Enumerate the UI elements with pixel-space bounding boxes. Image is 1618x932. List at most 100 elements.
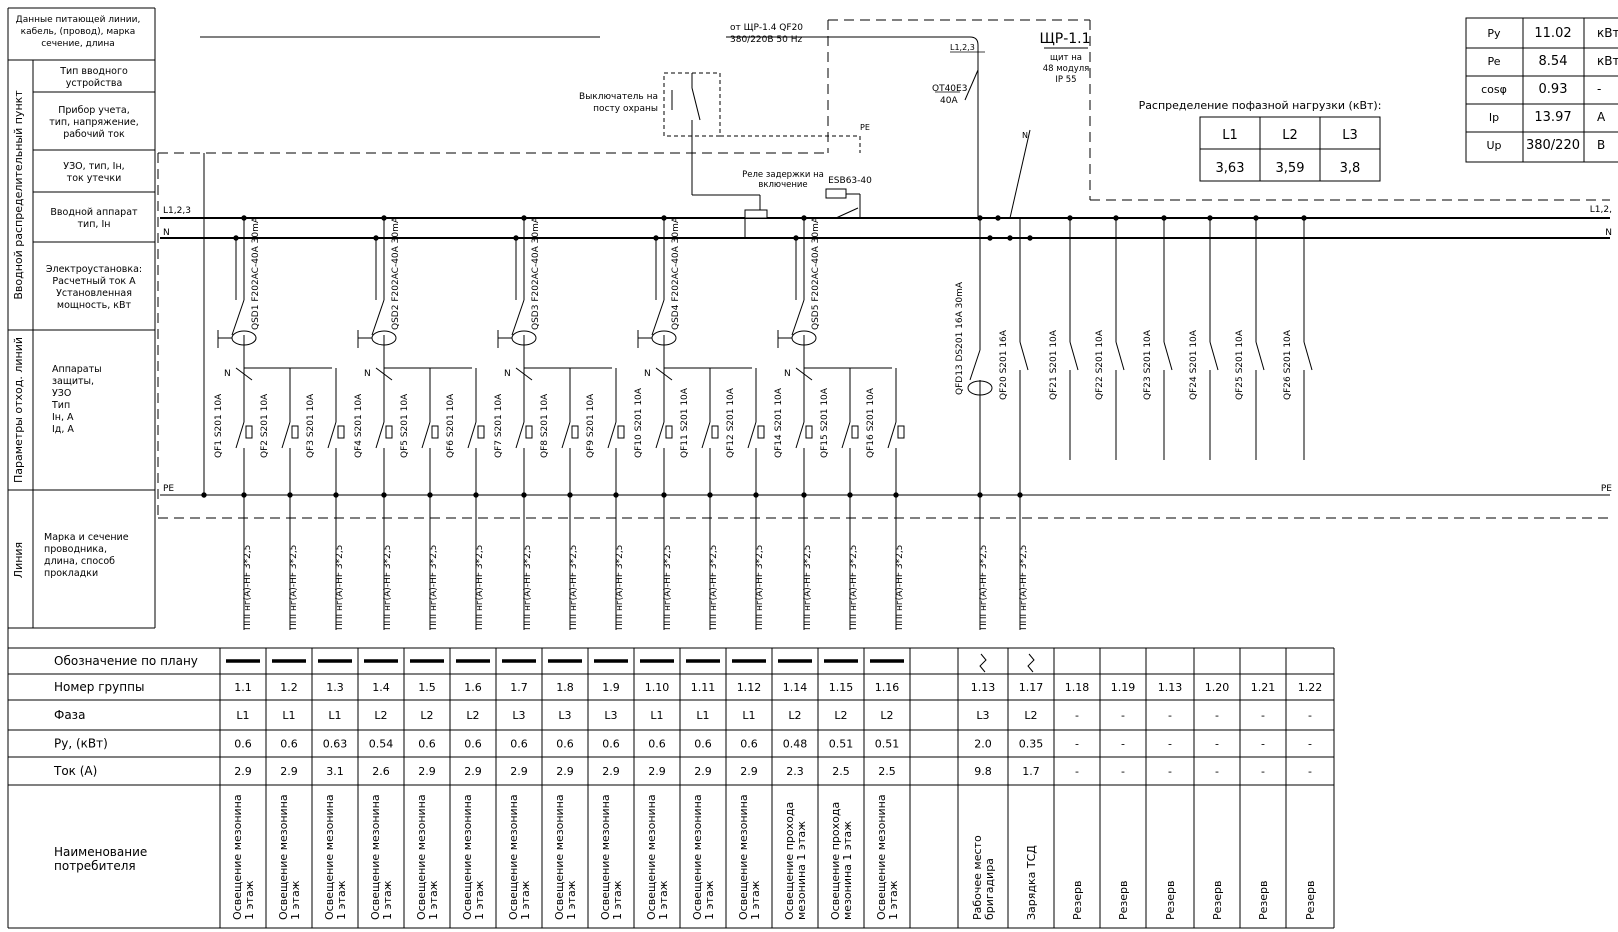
section-line: Линия xyxy=(12,542,25,578)
pe-node xyxy=(567,492,573,498)
cell-py: - xyxy=(1308,738,1312,751)
summary-value: 13.97 xyxy=(1534,110,1571,125)
cell-current: 2.5 xyxy=(832,765,850,778)
extra-breaker-label: QF25 S201 10A xyxy=(1235,329,1245,400)
cable-type: ППГнг(А)-HF 3*2,5 xyxy=(895,545,905,630)
cell-groups: 1.7 xyxy=(510,681,528,694)
cell-groups: 1.4 xyxy=(372,681,390,694)
consumer-name: 1 этаж xyxy=(565,880,578,920)
summary-value: 380/220 xyxy=(1526,138,1580,153)
cell-current: 2.9 xyxy=(464,765,482,778)
cell-phases: L2 xyxy=(880,709,893,722)
guard-switch-label: посту охраны xyxy=(593,104,658,114)
consumer-name: Освещение мезонина xyxy=(645,794,658,920)
consumer-name: Освещение мезонина xyxy=(231,794,244,920)
cell-phases: L2 xyxy=(788,709,801,722)
consumer-name: Рабочее место xyxy=(971,835,984,920)
panel-sub: щит на xyxy=(1050,53,1082,63)
bus-l-label: L1,2,3 xyxy=(163,206,191,216)
cell-phases: - xyxy=(1261,709,1265,722)
cell-groups: 1.8 xyxy=(556,681,574,694)
breaker-label: QF10 S201 10A xyxy=(634,387,644,458)
phase-value: 3,8 xyxy=(1340,161,1361,176)
cell-groups: 1.11 xyxy=(691,681,716,694)
cell-phases: L1 xyxy=(742,709,755,722)
cable-type: ППГнг(А)-HF 3*2,5 xyxy=(709,545,719,630)
cell-py: 0.6 xyxy=(234,738,252,751)
n-label: N xyxy=(364,369,371,379)
annotations: Данные питающей линии,кабель, (провод), … xyxy=(12,15,1618,920)
cell-phases: L3 xyxy=(604,709,617,722)
cell-py: 0.54 xyxy=(369,738,394,751)
cell-py: 0.51 xyxy=(875,738,900,751)
summary-unit: - xyxy=(1597,82,1601,96)
phase-header: L3 xyxy=(1342,128,1358,143)
main-switch-label: OT40E3 xyxy=(932,84,967,94)
left-row-text: ток утечки xyxy=(67,173,122,184)
table-row-label: Ток (А) xyxy=(53,764,97,778)
rcd-label: QSD2 F202AC-40A 30mA xyxy=(391,216,401,330)
rcd-label: QSD4 F202AC-40A 30mA xyxy=(671,216,681,330)
left-row-text: рабочий ток xyxy=(63,129,125,140)
breaker-element xyxy=(711,425,719,439)
cell-py: 0.6 xyxy=(280,738,298,751)
breaker-label: QF15 S201 10A xyxy=(820,387,830,458)
cell-groups: 1.13 xyxy=(1158,681,1183,694)
wiring xyxy=(7,7,1618,929)
cell-groups: 1.18 xyxy=(1065,681,1090,694)
cable-type: ППГнг(А)-HF 3*2,5 xyxy=(475,545,485,630)
l-node xyxy=(381,215,387,221)
breaker-element xyxy=(617,425,625,439)
table-row-label: Обозначение по плану xyxy=(54,654,198,668)
breaker-label: QF4 S201 10A xyxy=(354,393,364,458)
cell-py: - xyxy=(1075,738,1079,751)
cell-groups: 1.12 xyxy=(737,681,762,694)
cell-py: 0.6 xyxy=(464,738,482,751)
table-row-label: Фаза xyxy=(54,708,85,722)
panel-sub: 48 модуля xyxy=(1043,64,1090,74)
cell-current: 2.9 xyxy=(602,765,620,778)
panel-title: ЩР-1.1 xyxy=(1039,31,1090,47)
pe-node xyxy=(613,492,619,498)
bus-n-label: N xyxy=(163,228,170,238)
consumer-name: Освещение прохода xyxy=(829,802,842,920)
breaker-label: QF8 S201 10A xyxy=(540,393,550,458)
consumer-name: Освещение мезонина xyxy=(369,794,382,920)
l-node xyxy=(241,215,247,221)
summary-key: cosφ xyxy=(1481,83,1507,96)
n-node xyxy=(1007,235,1013,241)
cell-phases: L1 xyxy=(236,709,249,722)
cable-type: ППГнг(А)-HF 3*2,5 xyxy=(849,545,859,630)
cell-phases: L1 xyxy=(282,709,295,722)
cable-label: прокладки xyxy=(44,568,98,579)
phase-dist-title: Распределение пофазной нагрузки (кВт): xyxy=(1139,99,1382,112)
cell-current: 2.9 xyxy=(694,765,712,778)
cell-phases: L2 xyxy=(834,709,847,722)
cable-type: ППГнг(А)-HF 3*2,5 xyxy=(663,545,673,630)
extra-breaker-label: QF23 S201 10A xyxy=(1143,329,1153,400)
n-node xyxy=(233,235,239,241)
plan-symbol-wavy xyxy=(979,653,987,673)
cell-groups: 1.13 xyxy=(971,681,996,694)
cell-groups: 1.6 xyxy=(464,681,482,694)
cell-phases: L3 xyxy=(976,709,989,722)
breaker-element xyxy=(337,425,345,439)
summary-unit: А xyxy=(1597,110,1606,124)
consumer-name: 1 этаж xyxy=(703,880,716,920)
summary-value: 11.02 xyxy=(1534,26,1571,41)
table-row-label: Наименование xyxy=(54,845,147,859)
consumer-name: 1 этаж xyxy=(611,880,624,920)
rcd-label: QSD3 F202AC-40A 30mA xyxy=(531,216,541,330)
consumer-name: 1 этаж xyxy=(473,880,486,920)
consumer-name: Освещение мезонина xyxy=(553,794,566,920)
breaker-label: QF9 S201 10A xyxy=(586,393,596,458)
left-row-text: Установленная xyxy=(56,288,132,299)
cell-groups: 1.19 xyxy=(1111,681,1136,694)
feed-text-1: от ЩР-1.4 QF20 xyxy=(730,23,803,33)
cell-groups: 1.5 xyxy=(418,681,436,694)
phase-header: L2 xyxy=(1282,128,1298,143)
cell-phases: L1 xyxy=(328,709,341,722)
section-params: Параметры отход. линий xyxy=(12,337,25,483)
cell-groups: 1.14 xyxy=(783,681,808,694)
breaker-label: QF11 S201 10A xyxy=(680,387,690,458)
